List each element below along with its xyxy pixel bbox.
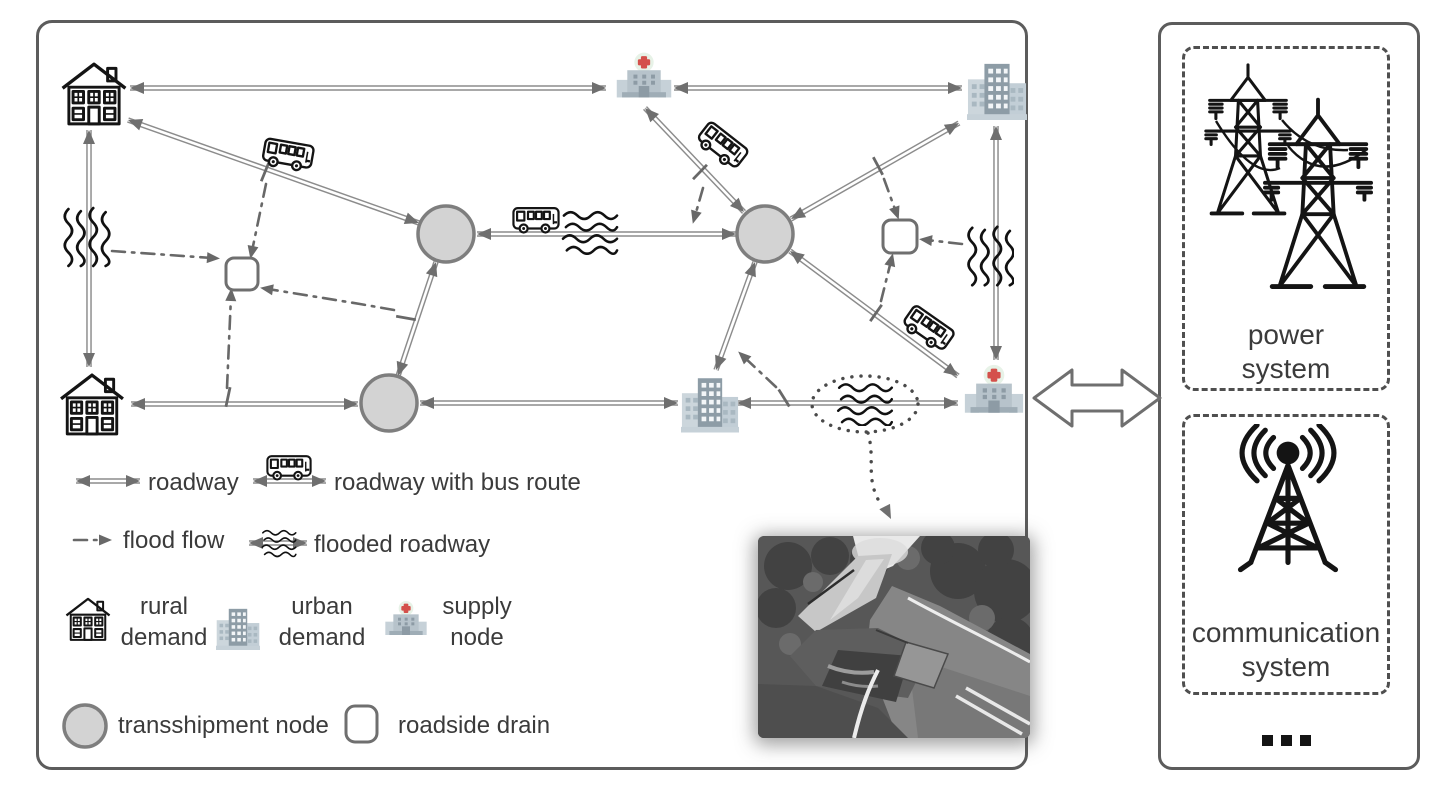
road-house1-circle1-bus <box>127 117 420 226</box>
flood-flow-to-flooded-road <box>691 163 708 224</box>
road-circle2-building2 <box>713 261 758 371</box>
road-circle3-building2 <box>420 397 678 409</box>
network-edges <box>72 82 1002 549</box>
transshipment-node-2 <box>735 204 795 264</box>
road-hospital1-building1 <box>674 82 962 94</box>
double-headed-arrow-icon <box>1032 368 1162 428</box>
road-circle2-building1 <box>789 120 961 222</box>
roadside-drain-left <box>224 256 260 292</box>
legend-bus-roadway-arrow <box>253 475 326 487</box>
supply-node-right <box>964 364 1024 413</box>
legend-urban-demand-label: urban demand <box>278 593 366 651</box>
photo-scene <box>758 536 1030 738</box>
legend-bus-route-label: roadway with bus route <box>334 469 581 496</box>
legend-transshipment-node <box>62 703 108 749</box>
legend-supply-node-label: supply node <box>442 593 512 651</box>
legend-house-icon <box>65 597 111 642</box>
bus-icon <box>512 207 560 234</box>
washed-out-road-photo <box>758 536 1030 738</box>
legend-rural-demand-label: rural demand <box>120 593 208 651</box>
road-building1-hospital2-flooded <box>990 126 1002 360</box>
flooded-area-ellipse <box>810 374 920 519</box>
flood-flow-left-to-drain1 <box>110 249 220 264</box>
road-house1-house2-flooded <box>83 130 95 367</box>
urban-demand-node-bottom <box>681 378 739 433</box>
communication-system-label: communication system <box>1191 617 1381 682</box>
transmission-tower-icon <box>1265 100 1371 287</box>
legend-building-icon <box>216 608 260 650</box>
legend-roadway-arrow <box>76 475 140 487</box>
flood-flow-top-to-drain2 <box>872 156 900 220</box>
flood-flow-right-to-drain1 <box>260 284 417 322</box>
road-building2-hospital2-flooded <box>737 397 958 409</box>
legend-flooded-roadway-arrow <box>249 537 307 549</box>
rural-demand-node-top-left <box>60 62 128 126</box>
legend-roadside-drain <box>344 704 379 744</box>
transshipment-node-1 <box>416 204 476 264</box>
radio-tower-icon <box>1241 425 1336 570</box>
roadside-drain-right <box>881 218 919 255</box>
network-nodes <box>59 52 1371 749</box>
road-house2-circle3 <box>131 398 358 410</box>
legend-flooded-roadway-label: flooded roadway <box>314 531 491 558</box>
road-circle1-circle3 <box>395 261 439 377</box>
power-system-label: power system <box>1241 319 1331 384</box>
power-system-box <box>1182 46 1390 391</box>
legend-transshipment-label: transshipment node <box>118 712 329 739</box>
bus-icon <box>693 119 751 173</box>
flooded-area-callout <box>810 374 920 519</box>
road-circle1-circle2-flooded-bus <box>477 228 736 240</box>
flood-flow-top-to-drain1 <box>247 162 271 259</box>
waves-icon <box>967 225 1014 287</box>
power-lines <box>1214 119 1367 172</box>
ellipsis-icon <box>1182 733 1390 751</box>
flood-flow-bottom-to-drain1 <box>224 288 237 408</box>
supply-node-top <box>616 52 672 98</box>
road-hospital1-circle2-bus <box>643 106 746 214</box>
urban-demand-node-top-right <box>967 63 1027 120</box>
rural-demand-node-bottom-left <box>59 373 125 436</box>
legend-hospital-icon <box>385 601 427 635</box>
legend-bus-icon <box>266 455 312 481</box>
legend-flood-flow-label: flood flow <box>123 527 225 554</box>
legend-flood-flow-arrow <box>72 534 112 546</box>
road-house1-hospital1 <box>130 82 606 94</box>
flood-flow-near-building2 <box>738 351 791 408</box>
transshipment-node-3 <box>359 373 419 433</box>
communication-system-box <box>1182 414 1390 695</box>
flood-flow-bottom-to-drain2 <box>869 253 896 322</box>
flood-flow-right-to-drain2 <box>919 235 964 247</box>
legend-roadway-label: roadway <box>148 469 239 496</box>
legend-roadside-drain-label: roadside drain <box>398 712 551 739</box>
bus-icon <box>899 303 957 356</box>
